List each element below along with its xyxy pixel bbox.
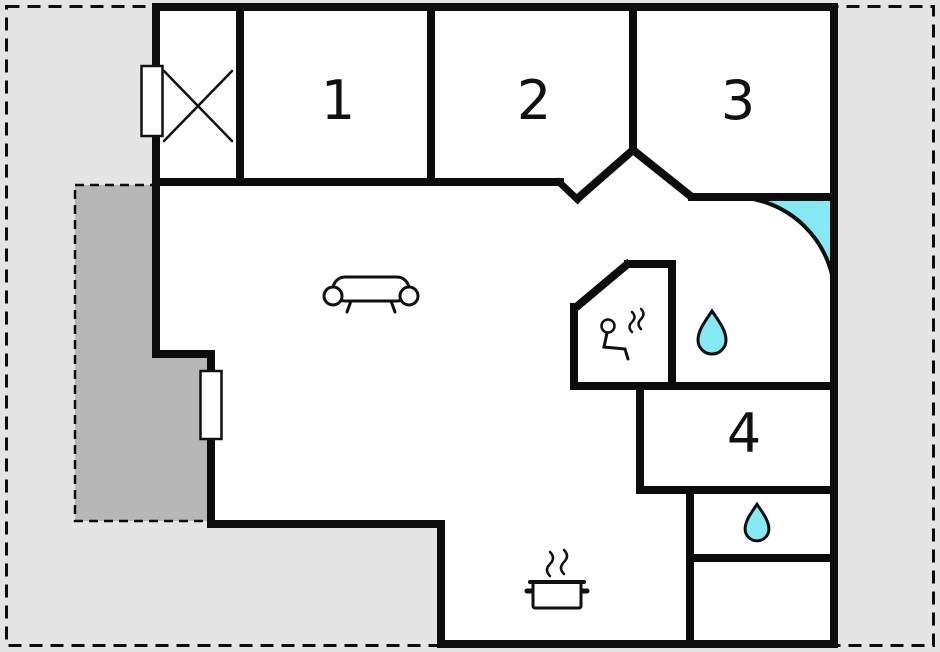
room-2-label: 2	[517, 69, 551, 132]
water-drop-icon	[696, 308, 728, 356]
sofa-icon	[322, 275, 420, 314]
x-marker-icon	[162, 69, 234, 143]
sauna-steam-icon	[600, 307, 645, 361]
room-3-label: 3	[721, 69, 755, 132]
cooking-pot-icon	[524, 548, 590, 610]
hall-diagonal-wall-right	[630, 146, 696, 202]
walls	[152, 3, 838, 648]
water-drop-icon	[743, 501, 771, 543]
window-icon	[199, 369, 223, 441]
room-1-label: 1	[321, 69, 355, 132]
door-leaf	[554, 177, 583, 205]
window-icon	[140, 64, 164, 138]
sauna-diagonal-wall	[571, 258, 633, 313]
hall-diagonal-wall-left	[574, 146, 636, 203]
room-4-label: 4	[727, 402, 761, 465]
